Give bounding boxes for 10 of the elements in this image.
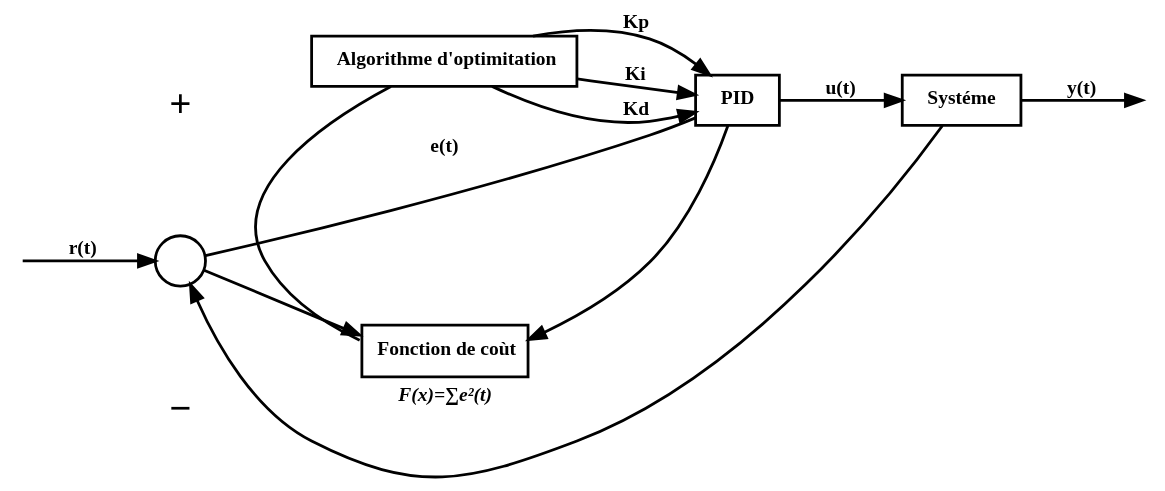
edge-label: u(t) <box>825 76 856 98</box>
edge-label: r(t) <box>68 237 97 259</box>
node-label: F(x)=∑e²(t) <box>398 383 493 405</box>
edge-label: Kp <box>622 10 650 32</box>
edge-label: y(t) <box>1067 76 1097 98</box>
edge-label: Ki <box>625 62 646 84</box>
edge-label: e(t) <box>430 135 459 157</box>
label: + <box>169 81 192 125</box>
label: − <box>169 386 192 430</box>
edge-label: Kd <box>622 97 650 119</box>
